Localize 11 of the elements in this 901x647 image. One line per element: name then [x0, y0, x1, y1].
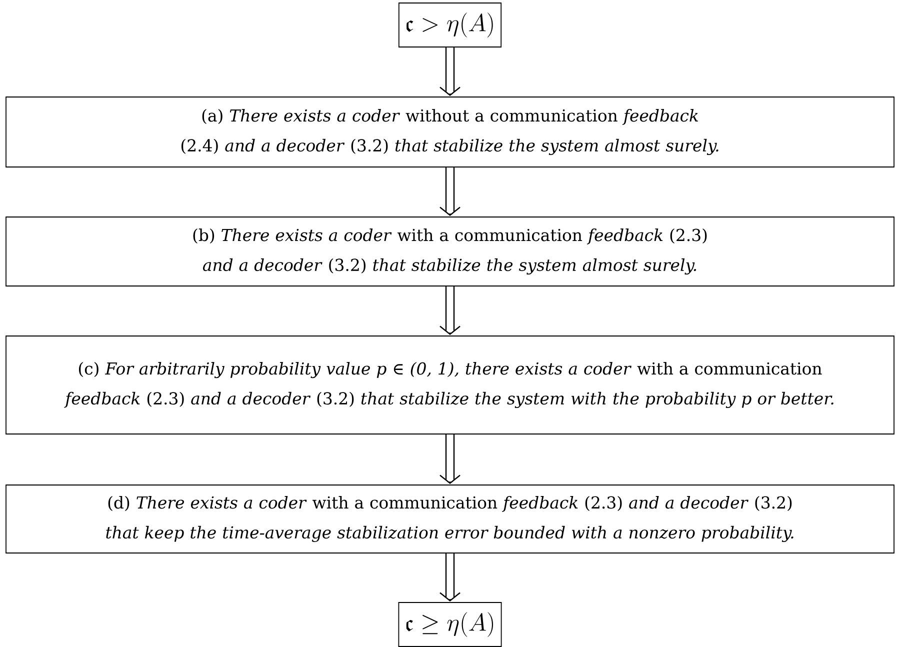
condition-box: $\mathfrak{c} > \eta(A)$: [398, 2, 502, 48]
implication-arrow: [440, 166, 460, 216]
statement-box: (c) For arbitrarily probability value p ∈ (0, 1), there exists a coder with a communication feedback (2.3) and a decoder (3.2) that stabilize the system with the probability p or better.: [6, 336, 894, 434]
statement-box: (d) There exists a coder with a communication feedback (2.3) and a decoder (3.2) that keep the time-average stabilization error bounded with a nonzero probability.: [6, 484, 894, 554]
implication-arrow: [440, 286, 460, 336]
implication-arrow: [440, 552, 460, 602]
implication-arrow: [440, 46, 460, 96]
condition-box: $\mathfrak{c} \geq \eta(A)$: [398, 602, 502, 647]
statement-box: (b) There exists a coder with a communication feedback (2.3) and a decoder (3.2) that stabilize the system almost surely.: [6, 216, 894, 286]
statement-box: (a) There exists a coder without a communication feedback (2.4) and a decoder (3.2) that stabilize the system almost surely.: [6, 96, 894, 168]
implication-arrow: [440, 434, 460, 484]
